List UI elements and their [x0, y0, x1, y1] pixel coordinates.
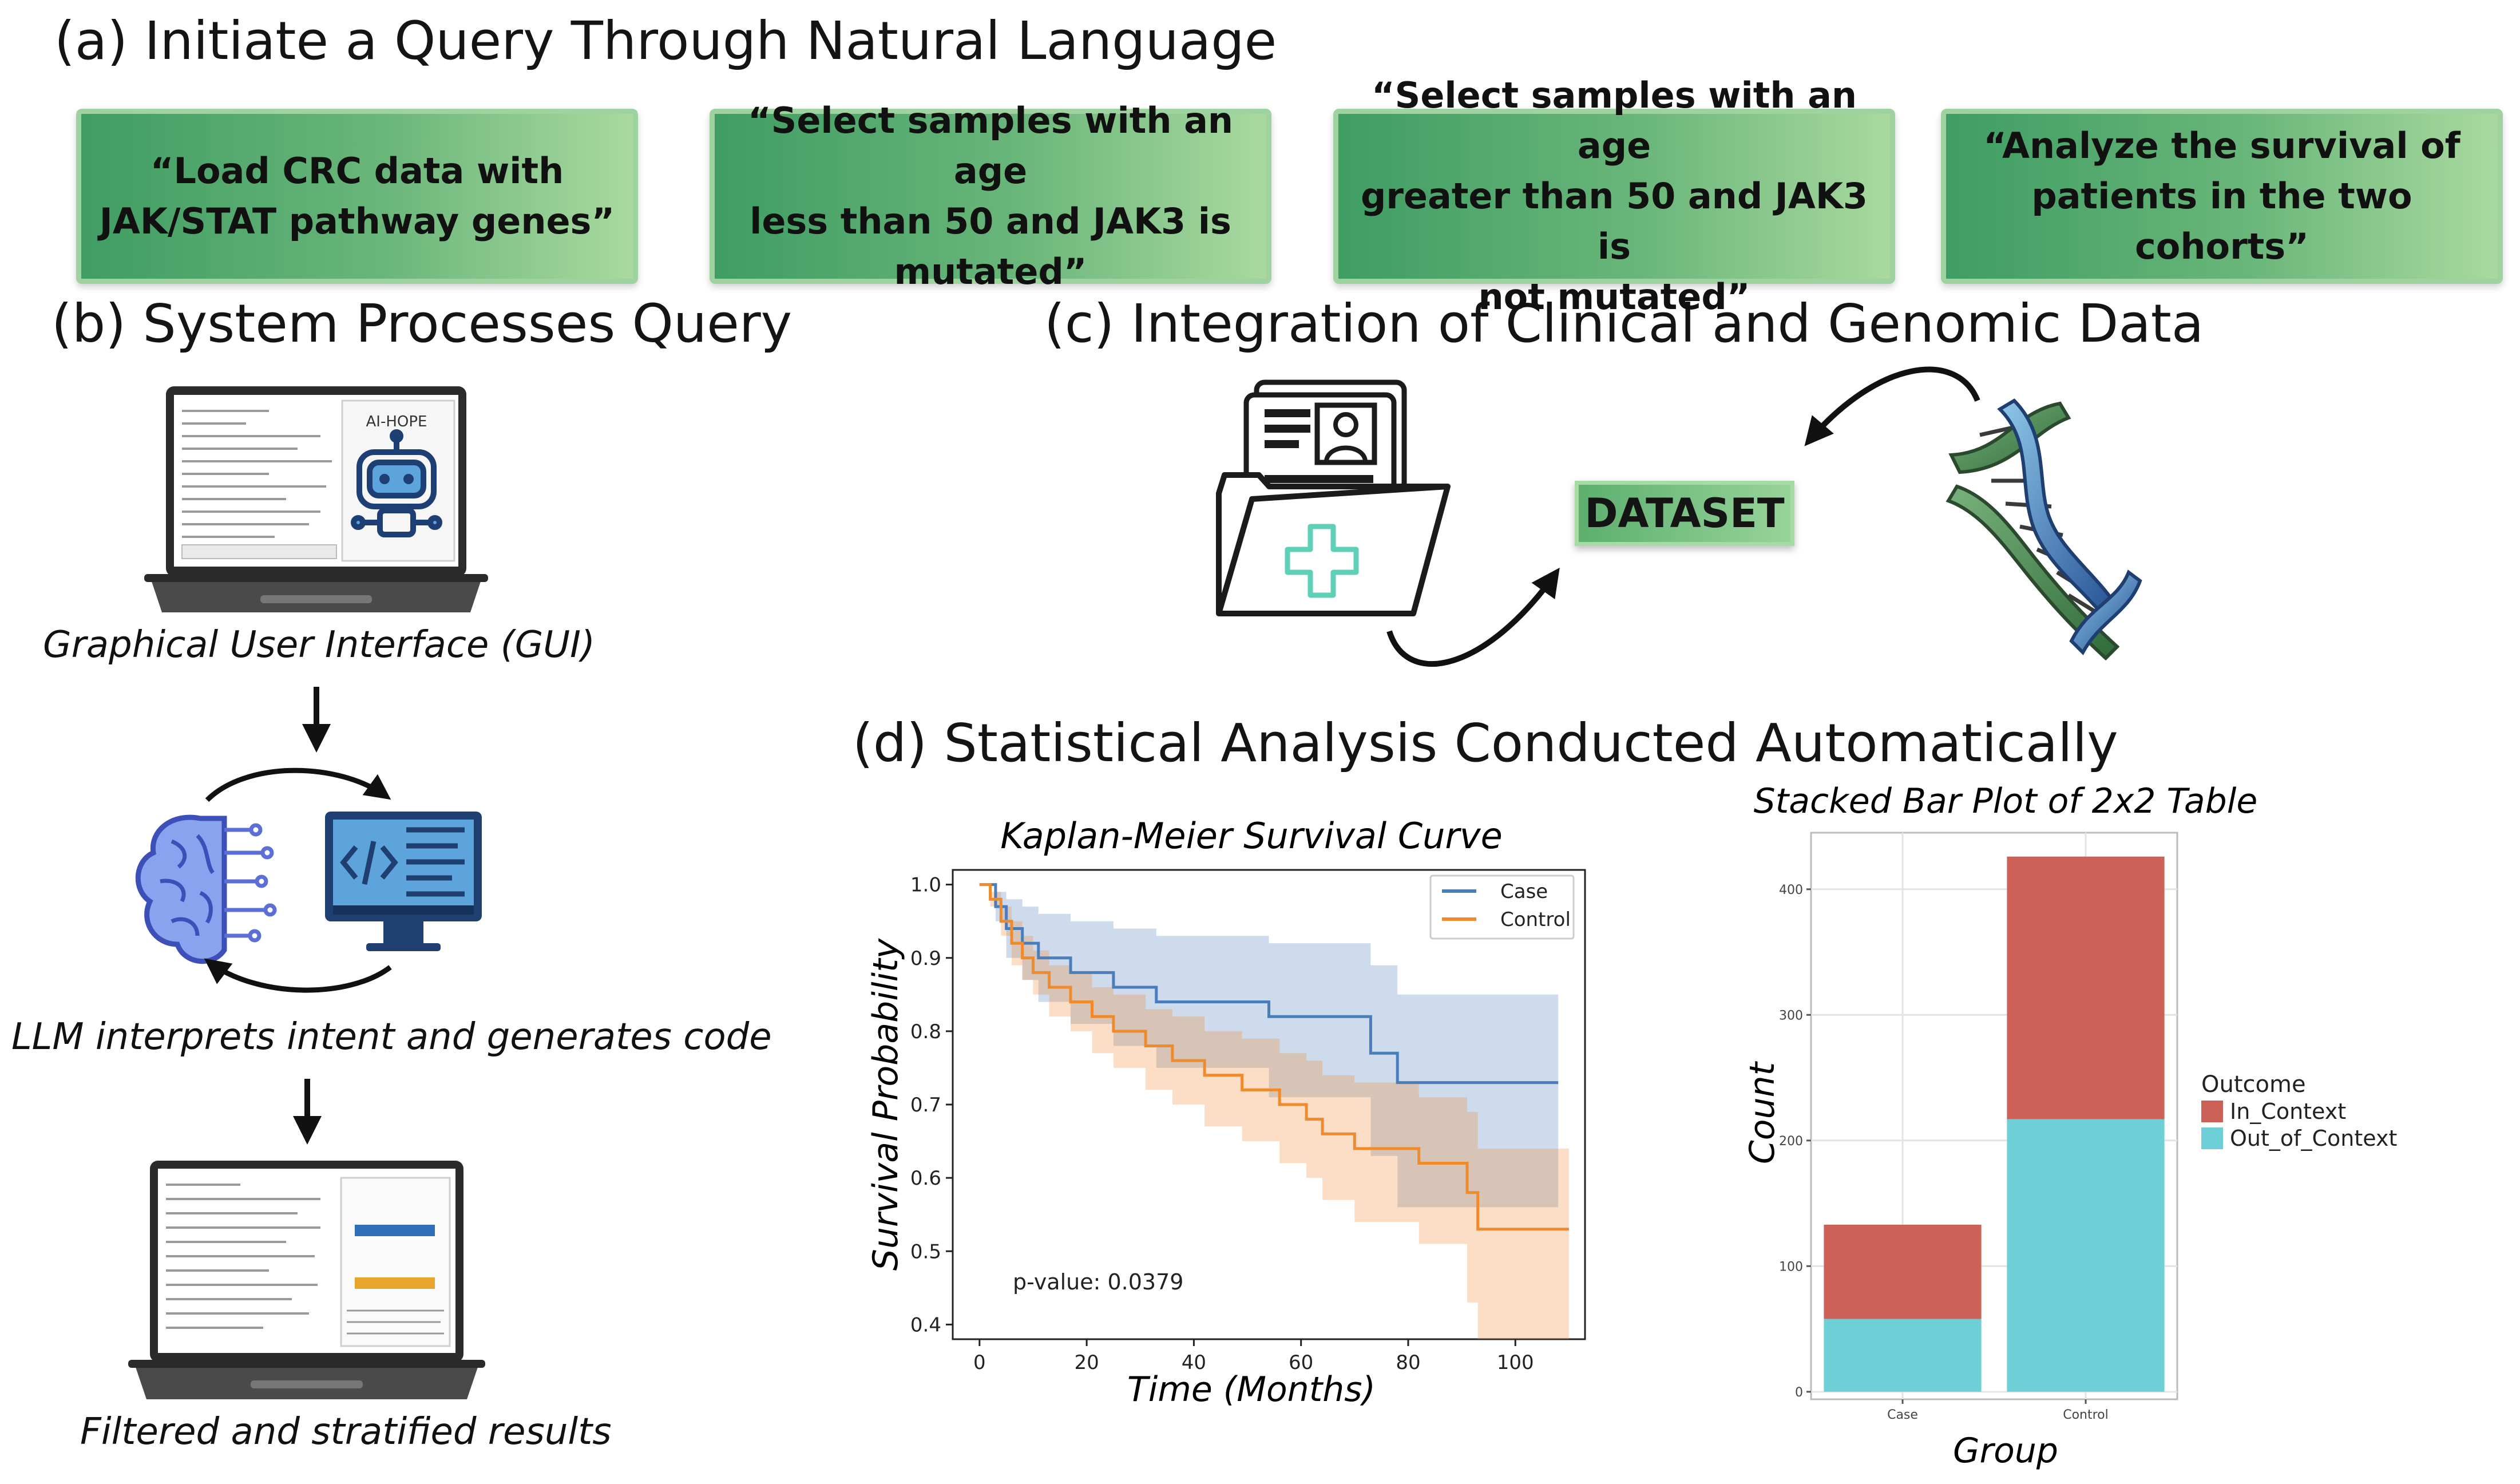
query-4-line-2: patients in the two cohorts”	[2031, 175, 2412, 267]
km-y-tick-label: 0.5	[910, 1240, 941, 1263]
km-x-tick-label: 40	[1182, 1351, 1206, 1374]
stacked-bar-chart: Stacked Bar Plot of 2x2 Table 0 100 200 300…	[1742, 781, 2397, 1471]
km-line-1	[979, 883, 1569, 1231]
km-ci-band-1	[979, 884, 1569, 1339]
query-2-line-1: “Select samples with an age	[747, 100, 1234, 192]
km-x-tick-label: 60	[1289, 1351, 1313, 1374]
bar-segment-control-0	[2007, 1119, 2165, 1392]
dataset-box: DATASET	[1575, 481, 1794, 546]
query-box-4: “Analyze the survival of patients in the …	[1941, 109, 2503, 284]
bar-title: Stacked Bar Plot of 2x2 Table	[1754, 781, 2258, 821]
bar-y-tick-label: 300	[1779, 1008, 1803, 1023]
km-x-tick-label: 100	[1497, 1351, 1534, 1374]
bar-legend-title: Outcome	[2201, 1071, 2306, 1098]
kaplan-meier-chart: Kaplan-Meier Survival Curve 0 20 40 60 80 100…	[866, 815, 1586, 1410]
bar-y-tick-label: 100	[1779, 1260, 1803, 1274]
km-legend-control: Control	[1500, 908, 1571, 931]
km-line-0	[979, 883, 1559, 1085]
query-3-line-1: “Select samples with an age	[1371, 74, 1857, 167]
query-2-line-2: less than 50 and JAK3 is	[750, 200, 1231, 242]
km-survival-lines	[979, 883, 1569, 1231]
km-y-tick-label: 0.9	[910, 947, 941, 970]
bar-x-tick-label: Control	[2063, 1408, 2109, 1422]
km-ci-band-0	[979, 884, 1559, 1208]
results-caption: Filtered and stratified results	[80, 1411, 612, 1453]
dna-icon	[1946, 398, 2142, 661]
km-legend-case: Case	[1500, 880, 1548, 903]
km-y-tick-label: 0.8	[910, 1020, 941, 1043]
section-d-title: (d) Statistical Analysis Conducted Autom…	[853, 713, 2118, 774]
bar-segment-case-1	[1824, 1224, 1982, 1319]
bar-y-tick-label: 200	[1779, 1134, 1803, 1149]
section-b-title: (b) System Processes Query	[51, 293, 793, 354]
query-1-line-2: JAK/STAT pathway genes”	[99, 200, 615, 242]
robot-icon	[351, 429, 442, 537]
llm-caption: LLM interprets intent and generates code	[11, 1016, 772, 1058]
cycle-arrow-bottom	[204, 958, 392, 993]
folder-to-dataset-arrow	[1386, 567, 1560, 667]
km-title: Kaplan-Meier Survival Curve	[1000, 815, 1502, 857]
code-monitor-icon	[325, 812, 482, 951]
bar-x-label: Group	[1953, 1431, 2058, 1471]
query-box-2: “Select samples with an age less than 50 …	[710, 100, 1271, 292]
bar-y-label: Count	[1742, 1060, 1782, 1164]
km-legend: Case Control	[1429, 874, 1575, 940]
bar-segment-control-1	[2007, 856, 2165, 1119]
gui-caption: Graphical User Interface (GUI)	[43, 624, 595, 666]
km-plot-area	[952, 869, 1586, 1340]
gui-screen-title: AI-HOPE	[366, 413, 427, 430]
brain-circuit-icon	[135, 814, 277, 964]
km-y-label: Survival Probability	[866, 937, 906, 1271]
bar-y-tick-label: 400	[1779, 883, 1803, 897]
bar-segment-case-0	[1824, 1319, 1982, 1392]
bar-legend-out-of-context: Out_of_Context	[2230, 1126, 2397, 1151]
km-x-tick-label: 80	[1396, 1351, 1420, 1374]
bar-bars	[1824, 856, 2165, 1392]
km-y-tick-label: 1.0	[910, 874, 941, 897]
km-x-label: Time (Months)	[1127, 1370, 1376, 1410]
query-2-line-3: mutated”	[894, 251, 1087, 292]
km-confidence-bands	[979, 884, 1569, 1339]
km-y-tick-label: 0.6	[910, 1167, 941, 1190]
cycle-arrow-top	[205, 767, 391, 802]
bar-x-tick-label: Case	[1887, 1408, 1918, 1422]
bar-x-ticks: Case Control	[1887, 1399, 2109, 1422]
medical-folder-icon	[1216, 379, 1451, 616]
km-y-tick-label: 0.4	[910, 1313, 941, 1336]
dna-to-dataset-arrow	[1804, 366, 1980, 446]
gui-laptop-icon	[144, 386, 488, 612]
km-y-ticks: 0.4 0.5 0.6 0.7 0.8 0.9 1.0	[910, 874, 953, 1336]
results-laptop-icon	[128, 1161, 485, 1399]
km-y-tick-label: 0.7	[910, 1094, 941, 1117]
query-3-line-2: greater than 50 and JAK3 is	[1360, 175, 1868, 267]
bar-legend-in-context: In_Context	[2230, 1099, 2346, 1124]
km-x-tick-label: 20	[1074, 1351, 1099, 1374]
km-x-tick-label: 0	[973, 1351, 986, 1374]
query-4-line-1: “Analyze the survival of	[1983, 125, 2460, 167]
section-a-title: (a) Initiate a Query Through Natural Lan…	[54, 10, 1277, 72]
km-x-ticks: 0 20 40 60 80 100	[973, 1339, 1534, 1374]
query-3-line-3: not mutated”	[1478, 276, 1750, 318]
bar-y-ticks: 0 100 200 300 400	[1779, 883, 1811, 1400]
km-p-value: p-value: 0.0379	[1013, 1269, 1183, 1295]
bar-y-tick-label: 0	[1795, 1386, 1803, 1400]
section-c-title: (c) Integration of Clinical and Genomic …	[1044, 293, 2204, 354]
bar-legend: Outcome In_Context Out_of_Context	[2201, 1071, 2397, 1151]
query-1-line-1: “Load CRC data with	[150, 150, 564, 192]
